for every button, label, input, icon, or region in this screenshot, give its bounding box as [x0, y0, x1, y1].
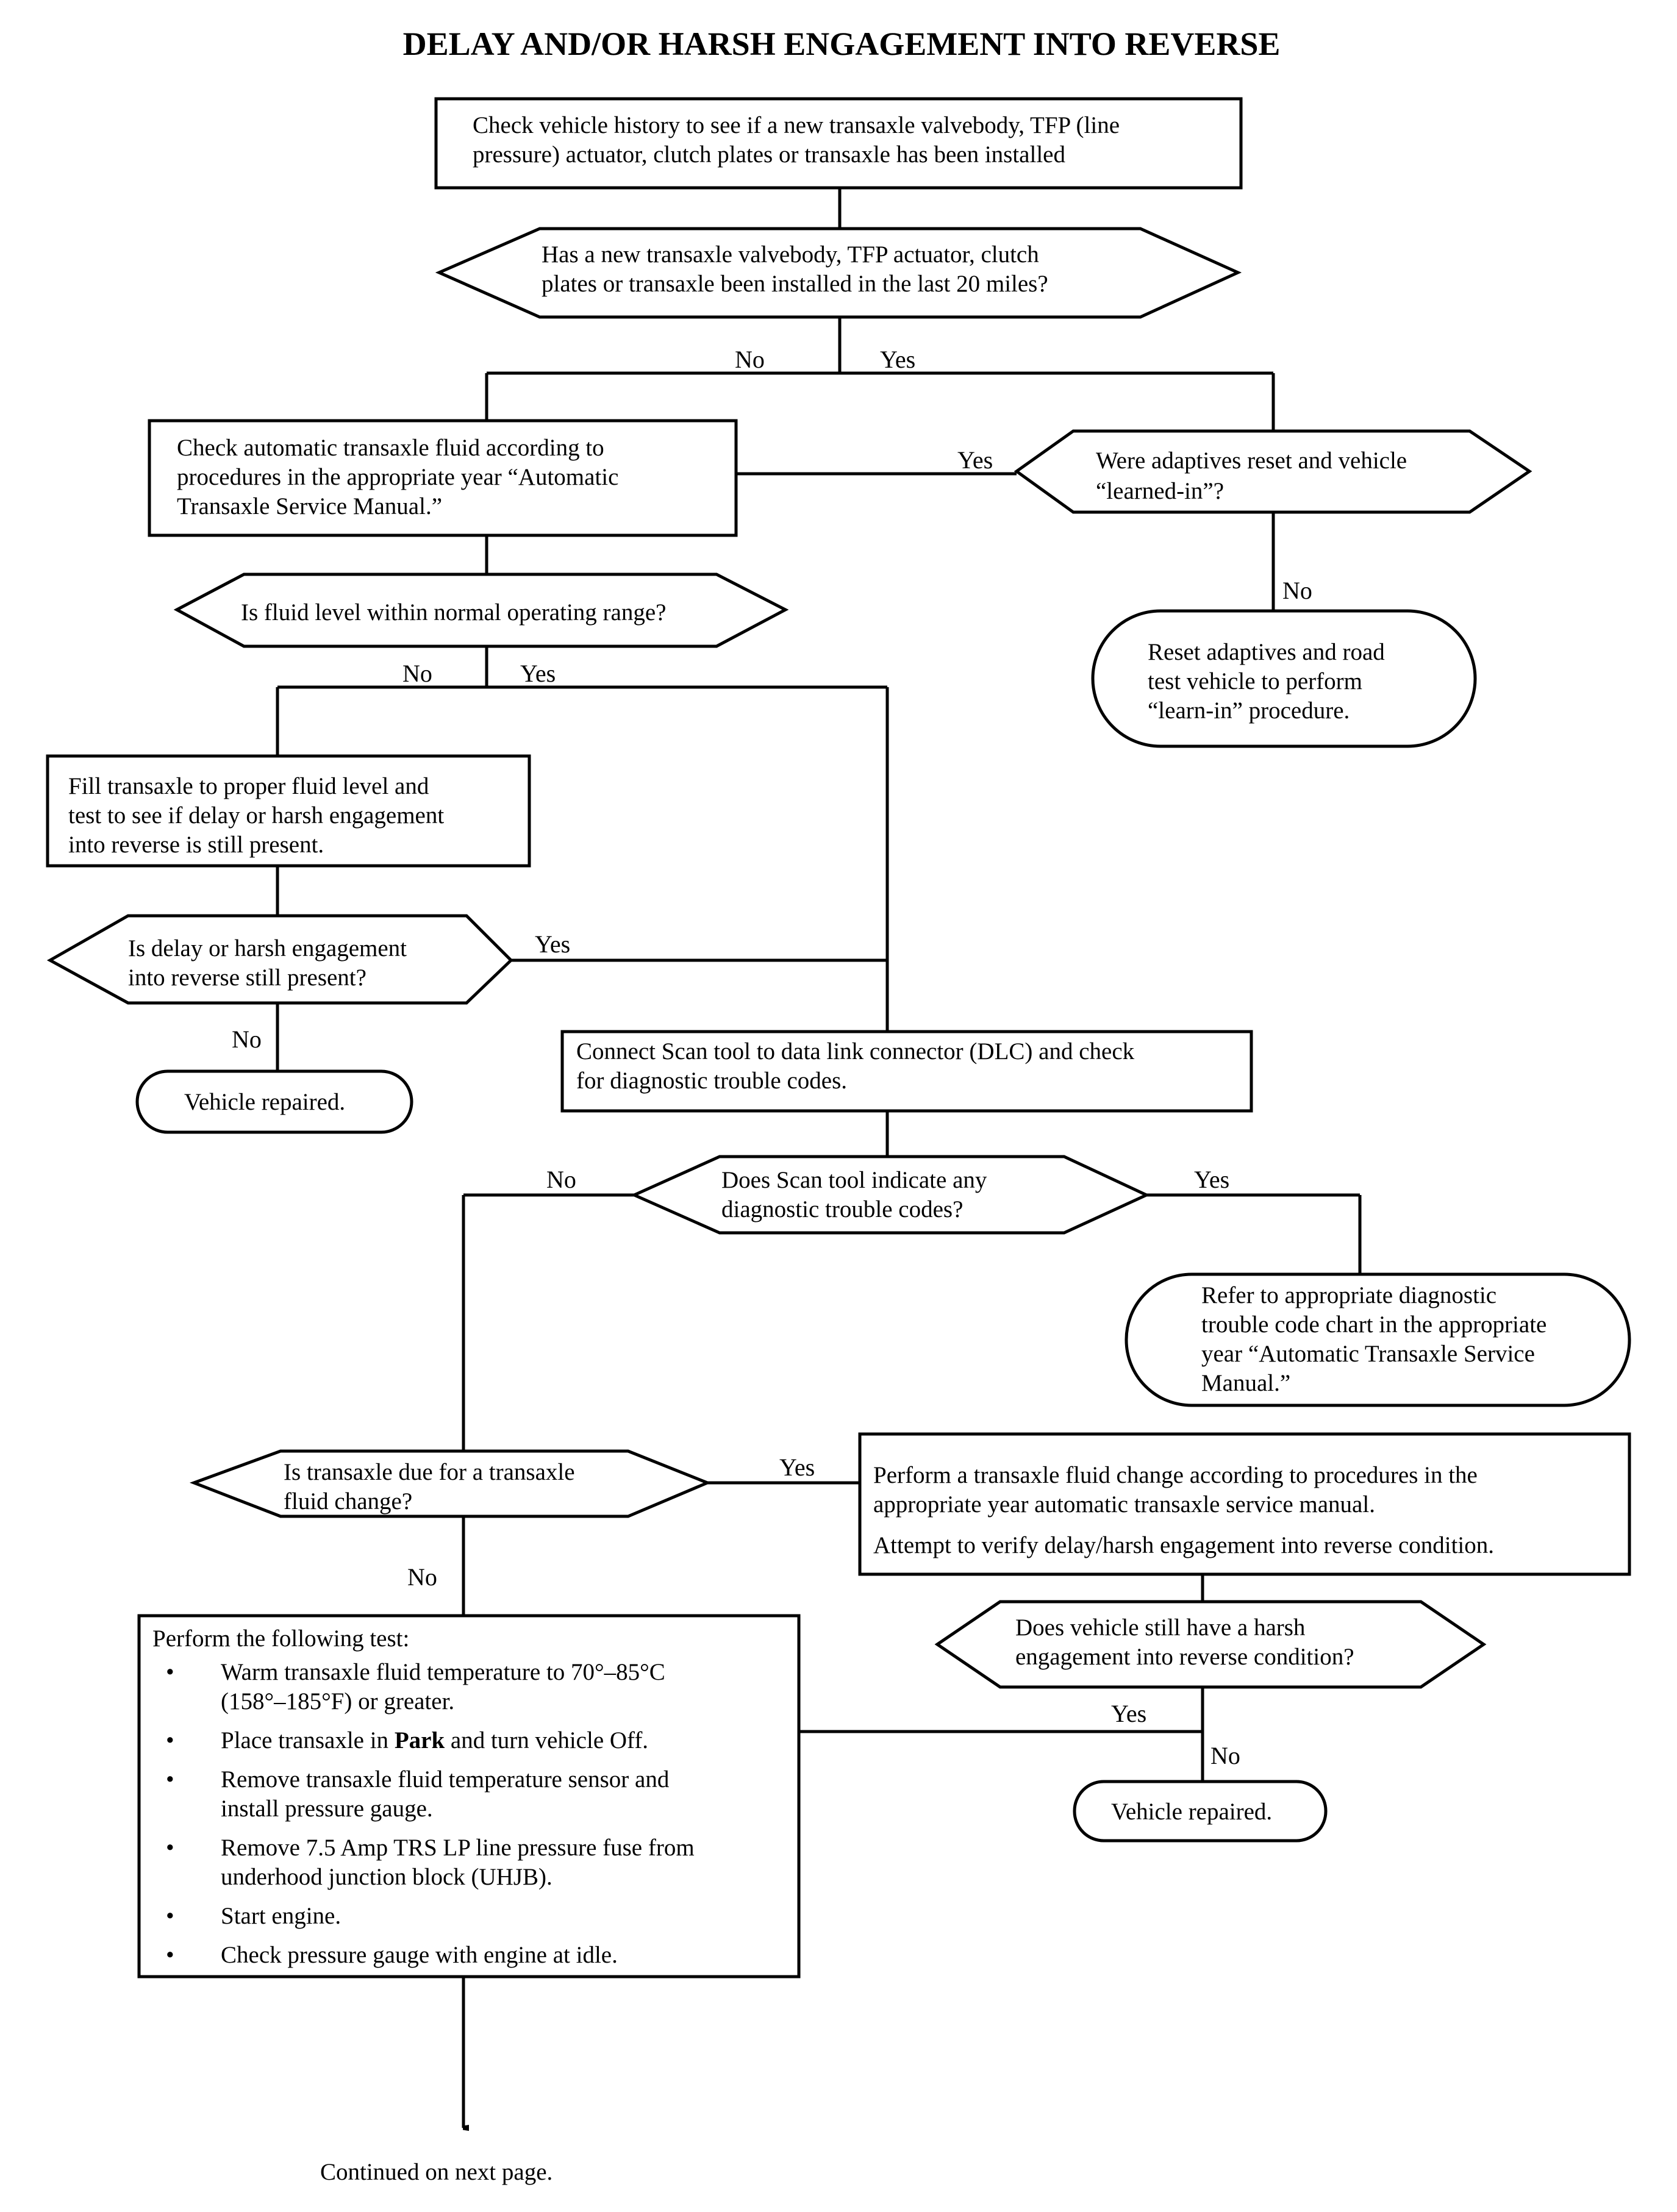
connector-lines: [276, 188, 1362, 2128]
still-harsh-decision: Does vehicle still have a harsh engageme…: [934, 1600, 1487, 1689]
svg-text:Is transaxle due for a transax: Is transaxle due for a transaxle: [284, 1459, 575, 1485]
test-procedure-box: Perform the following test: • Warm transa…: [137, 1614, 801, 1978]
label-no-new-parts: No: [735, 346, 765, 373]
branch-labels: No Yes Yes No No Yes Yes No No Yes Yes N…: [232, 346, 1312, 1769]
check-history-box: Check vehicle history to see if a new tr…: [434, 97, 1243, 190]
refer-dtc-terminal: Refer to appropriate diagnostic trouble …: [1125, 1272, 1631, 1407]
test-step-text: Remove transaxle fluid temperature senso…: [221, 1766, 670, 1793]
svg-text:Reset adaptives and road: Reset adaptives and road: [1148, 639, 1385, 665]
page-title: DELAY AND/OR HARSH ENGAGEMENT INTO REVER…: [403, 26, 1281, 62]
test-step-text: Remove 7.5 Amp TRS LP line pressure fuse…: [221, 1835, 695, 1861]
bullet-icon: •: [166, 1903, 174, 1929]
check-fluid-box: Check automatic transaxle fluid accordin…: [148, 419, 738, 537]
svg-text:Manual.”: Manual.”: [1201, 1370, 1290, 1396]
test-step-text: Start engine.: [221, 1903, 341, 1929]
svg-text:plates or transaxle been insta: plates or transaxle been installed in th…: [542, 271, 1048, 297]
label-no-fluid-level: No: [402, 660, 432, 687]
test-step-text-continued: install pressure gauge.: [221, 1796, 433, 1822]
test-step-text: Place transaxle in Park and turn vehicle…: [221, 1727, 648, 1754]
label-no-fluid-change: No: [407, 1563, 437, 1591]
label-no-scan: No: [546, 1166, 576, 1193]
svg-text:Vehicle repaired.: Vehicle repaired.: [1111, 1799, 1272, 1825]
svg-text:“learn-in” procedure.: “learn-in” procedure.: [1148, 697, 1350, 724]
label-no-still-present: No: [232, 1026, 262, 1053]
bullet-icon: •: [166, 1727, 174, 1754]
svg-text:Perform a transaxle fluid chan: Perform a transaxle fluid change accordi…: [873, 1462, 1478, 1488]
label-yes-adaptives: Yes: [957, 446, 993, 474]
svg-text:Does vehicle still have a hars: Does vehicle still have a harsh: [1015, 1614, 1305, 1641]
perform-fluid-change-box: Perform a transaxle fluid change accordi…: [858, 1432, 1631, 1576]
svg-text:Check automatic transaxle flui: Check automatic transaxle fluid accordin…: [177, 435, 604, 461]
svg-text:for diagnostic trouble codes.: for diagnostic trouble codes.: [576, 1068, 847, 1094]
svg-text:test to see if delay or harsh: test to see if delay or harsh engagement: [68, 802, 444, 829]
vehicle-repaired-terminal-1: Vehicle repaired.: [135, 1069, 413, 1134]
svg-text:Were adaptives reset and vehic: Were adaptives reset and vehicle: [1096, 448, 1407, 474]
label-no-adaptives: No: [1282, 577, 1312, 604]
bullet-icon: •: [166, 1835, 174, 1861]
label-yes-still-present: Yes: [535, 930, 570, 958]
svg-text:Is delay or harsh engagement: Is delay or harsh engagement: [128, 935, 407, 962]
connect-scan-box: Connect Scan tool to data link connector…: [560, 1030, 1253, 1113]
test-step-text-continued: underhood junction block (UHJB).: [221, 1864, 552, 1890]
svg-text:pressure) actuator, clutch pla: pressure) actuator, clutch plates or tra…: [473, 141, 1065, 168]
bullet-icon: •: [166, 1766, 174, 1793]
svg-text:Vehicle repaired.: Vehicle repaired.: [184, 1089, 345, 1115]
scan-codes-decision: Does Scan tool indicate any diagnostic t…: [630, 1155, 1150, 1235]
svg-text:fluid change?: fluid change?: [284, 1488, 412, 1515]
label-no-still-harsh: No: [1210, 1742, 1240, 1769]
still-present-decision: Is delay or harsh engagement into revers…: [46, 914, 513, 1005]
new-parts-decision: Has a new transaxle valvebody, TFP actua…: [435, 227, 1242, 319]
fill-transaxle-box: Fill transaxle to proper fluid level and…: [46, 754, 531, 868]
label-yes-fluid-level: Yes: [520, 660, 556, 687]
svg-text:Connect Scan tool to data link: Connect Scan tool to data link connector…: [576, 1038, 1135, 1065]
svg-text:Has a new transaxle valvebody,: Has a new transaxle valvebody, TFP actua…: [542, 241, 1039, 268]
fluid-level-decision: Is fluid level within normal operating r…: [173, 573, 789, 648]
svg-text:Check vehicle history to see i: Check vehicle history to see if a new tr…: [473, 112, 1120, 138]
svg-text:Does Scan tool indicate any: Does Scan tool indicate any: [721, 1167, 987, 1193]
label-yes-scan: Yes: [1194, 1166, 1229, 1193]
svg-text:year “Automatic Transaxle Serv: year “Automatic Transaxle Service: [1201, 1341, 1535, 1367]
continued-note: Continued on next page.: [320, 2159, 552, 2185]
svg-text:Fill transaxle to proper fluid: Fill transaxle to proper fluid level and: [68, 773, 429, 799]
svg-text:Perform the following test:: Perform the following test:: [152, 1625, 409, 1652]
svg-text:Attempt to verify delay/harsh: Attempt to verify delay/harsh engagement…: [873, 1532, 1494, 1558]
svg-text:into reverse still present?: into reverse still present?: [128, 965, 367, 991]
svg-text:Is fluid level within normal o: Is fluid level within normal operating r…: [241, 599, 666, 626]
label-yes-still-harsh: Yes: [1111, 1700, 1146, 1727]
svg-text:engagement into reverse condit: engagement into reverse condition?: [1015, 1644, 1354, 1670]
svg-text:“learned-in”?: “learned-in”?: [1096, 478, 1224, 504]
test-step-text-continued: (158°–185°F) or greater.: [221, 1688, 454, 1714]
svg-text:Refer to appropriate diagnosti: Refer to appropriate diagnostic: [1201, 1282, 1496, 1308]
svg-text:test vehicle to perform: test vehicle to perform: [1148, 668, 1362, 694]
svg-text:appropriate year automatic tra: appropriate year automatic transaxle ser…: [873, 1491, 1375, 1518]
label-yes-fluid-change: Yes: [779, 1454, 815, 1481]
svg-text:Transaxle Service Manual.”: Transaxle Service Manual.”: [177, 493, 442, 519]
svg-text:trouble code chart in the appr: trouble code chart in the appropriate: [1201, 1311, 1546, 1338]
svg-text:procedures in the appropriate: procedures in the appropriate year “Auto…: [177, 464, 618, 490]
adaptives-decision: Were adaptives reset and vehicle “learne…: [1014, 429, 1532, 514]
test-step-text: Warm transaxle fluid temperature to 70°–…: [221, 1659, 665, 1685]
vehicle-repaired-terminal-2: Vehicle repaired.: [1073, 1780, 1328, 1843]
svg-text:diagnostic trouble codes?: diagnostic trouble codes?: [721, 1196, 963, 1222]
reset-adaptives-terminal: Reset adaptives and road test vehicle to…: [1091, 609, 1477, 748]
test-steps-list: • Warm transaxle fluid temperature to 70°…: [166, 1659, 695, 1968]
bullet-icon: •: [166, 1942, 174, 1968]
svg-text:into reverse is still present.: into reverse is still present.: [68, 832, 324, 858]
fluid-change-decision: Is transaxle due for a transaxle fluid c…: [189, 1449, 712, 1518]
label-yes-new-parts: Yes: [880, 346, 915, 373]
bullet-icon: •: [166, 1659, 174, 1685]
test-step-text: Check pressure gauge with engine at idle…: [221, 1942, 618, 1968]
